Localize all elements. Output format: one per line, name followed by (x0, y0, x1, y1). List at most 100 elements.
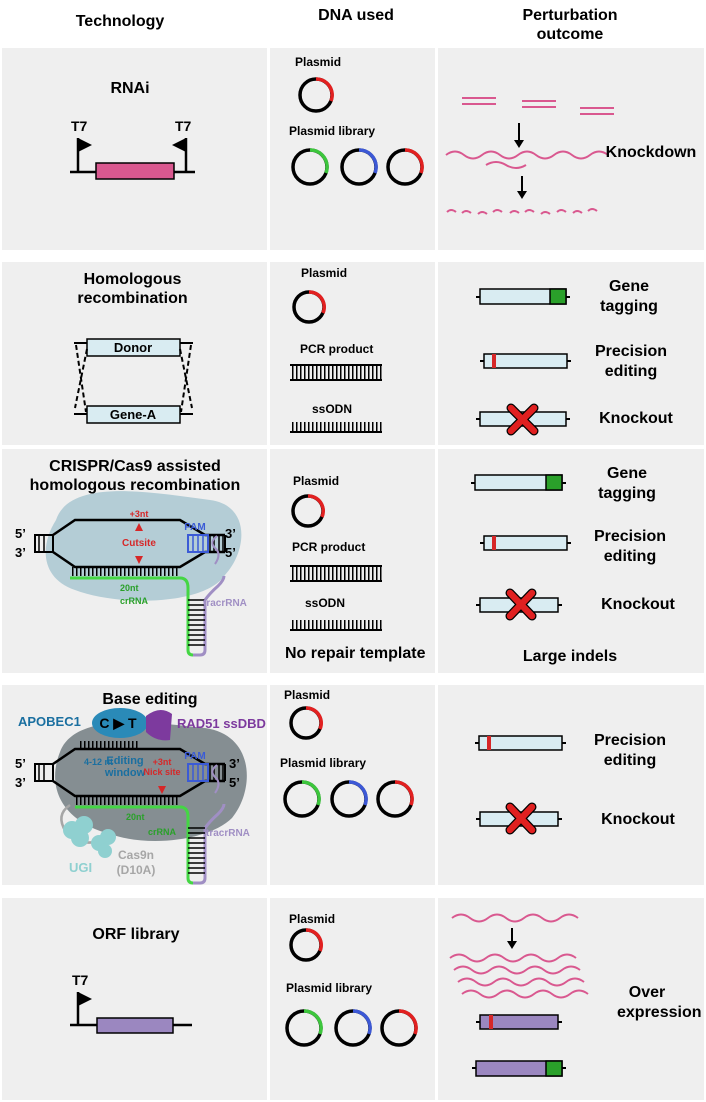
base-knockout: Knockout (601, 811, 675, 828)
mrna-icon (445, 150, 609, 169)
degraded-mrna-icon (446, 208, 598, 215)
t7-promoter-right-icon (172, 138, 188, 172)
orf-over-expression: Over expression (617, 984, 702, 1021)
orf-tagging-icon (472, 1060, 566, 1077)
crispr-3prime-right: 3’ (225, 526, 236, 541)
precision-edit-icon (480, 535, 571, 551)
orf-library-label: Plasmid library (286, 981, 373, 995)
base-pam: PAM (184, 751, 205, 762)
crispr-ssodn-label: ssODN (305, 596, 346, 610)
plasmid-library-icon (283, 780, 414, 818)
base-cas9n: Cas9n(D10A) (117, 848, 156, 877)
crispr-3prime-left: 3’ (15, 545, 26, 560)
header-dna-used: DNA used (318, 7, 394, 24)
base-plasmid-label: Plasmid (284, 688, 331, 702)
rnai-construct (70, 138, 195, 180)
hr-pcr-label: PCR product (300, 342, 374, 356)
hr-gene-tagging: Gene tagging (600, 278, 658, 315)
arrow-down-icon (514, 123, 527, 199)
orf-t7: T7 (72, 972, 89, 988)
knockout-icon (476, 588, 562, 621)
rnai-t7-left: T7 (71, 118, 88, 134)
orf-edit-icon (476, 1014, 562, 1030)
ugi-protein (63, 816, 116, 858)
crispr-gene-tagging: Gene tagging (598, 465, 656, 502)
crispr-plasmid-label: Plasmid (293, 474, 340, 488)
crispr-precision-editing: Precision editing (593, 528, 667, 565)
knockout-icon (476, 403, 570, 436)
crispr-cutsite: Cutsite (122, 538, 156, 549)
ssodn-icon (290, 422, 382, 432)
crispr-5prime-left: 5’ (15, 526, 26, 541)
pcr-product-icon (290, 365, 382, 380)
cutsite-up-arrow-icon (135, 523, 143, 531)
crispr-crrna: crRNA (120, 596, 149, 606)
plasmid-library-icon (285, 1009, 418, 1047)
plasmid-icon (298, 77, 334, 113)
rnai-title: RNAi (110, 80, 150, 97)
cutsite-down-arrow-icon (135, 556, 143, 564)
rad51-protein (146, 709, 172, 741)
knockout-icon (476, 802, 562, 835)
orf-title: ORF library (92, 926, 180, 943)
base-5prime-right: 5’ (229, 775, 240, 790)
base-tracrrna: tracrRNA (206, 828, 250, 839)
hr-knockout: Knockout (599, 410, 673, 427)
base-library-label: Plasmid library (280, 756, 367, 770)
base-crrna: crRNA (148, 827, 177, 837)
hr-precision-editing: Precision editing (594, 343, 668, 380)
dsrna-icon (462, 97, 614, 115)
base-5prime-left: 5’ (15, 756, 26, 771)
donor-label: Donor (114, 340, 152, 355)
base-20nt: 20nt (126, 812, 145, 822)
gene-a-label: Gene-A (110, 407, 157, 422)
header-technology: Technology (75, 13, 165, 30)
crispr-tracrrna: tracrRNA (203, 598, 247, 609)
rnai-plasmid-label: Plasmid (295, 55, 342, 69)
hr-construct (74, 338, 193, 424)
crispr-dna (34, 518, 226, 657)
base-plus3nt: +3nt (153, 757, 172, 767)
crispr-pcr-label: PCR product (292, 540, 366, 554)
plasmid-icon (291, 494, 325, 528)
gene-tagging-icon (476, 288, 570, 305)
base-title: Base editing (102, 691, 198, 708)
base-3prime-right: 3’ (229, 756, 240, 771)
base-4-12nt: 4-12 nt (84, 757, 113, 767)
orf-plasmid-label: Plasmid (289, 912, 336, 926)
plasmid-library-icon (291, 148, 424, 186)
t7-promoter-icon (76, 992, 92, 1025)
nicksite-arrow-icon (158, 786, 166, 794)
base-nicksite: Nick site (143, 767, 180, 777)
rnai-t7-right: T7 (175, 118, 192, 134)
t7-promoter-left-icon (76, 138, 92, 172)
precision-edit-icon (475, 735, 566, 751)
mrna-icon (449, 913, 589, 999)
crispr-plus3nt: +3nt (130, 509, 149, 519)
header-outcome: Perturbation outcome (522, 7, 618, 43)
plasmid-icon (292, 290, 326, 324)
arrow-down-icon (507, 928, 517, 949)
crispr-5prime-right: 5’ (225, 545, 236, 560)
crispr-knockout: Knockout (601, 596, 675, 613)
base-ct-label: C ▶ T (99, 715, 137, 731)
apobec1-protein (92, 708, 172, 741)
base-apobec1: APOBEC1 (18, 714, 81, 729)
crispr-large-indels: Large indels (522, 648, 618, 665)
knockdown-label: Knockdown (605, 144, 697, 161)
pcr-product-icon (290, 566, 382, 581)
precision-edit-icon (480, 353, 571, 369)
orf-construct (70, 992, 192, 1034)
crispr-title: CRISPR/Cas9 assisted homologous recombin… (29, 458, 241, 494)
rnai-library-label: Plasmid library (289, 124, 376, 138)
hr-title: Homologous recombination (77, 271, 188, 307)
crispr-20nt: 20nt (120, 583, 139, 593)
base-rad51: RAD51 ssDBD (177, 716, 266, 731)
plasmid-icon (289, 706, 323, 740)
base-edit-dna (34, 741, 226, 885)
gene-tagging-icon (471, 474, 566, 491)
crispr-pam: PAM (184, 522, 205, 533)
base-ugi: UGI (69, 860, 92, 875)
